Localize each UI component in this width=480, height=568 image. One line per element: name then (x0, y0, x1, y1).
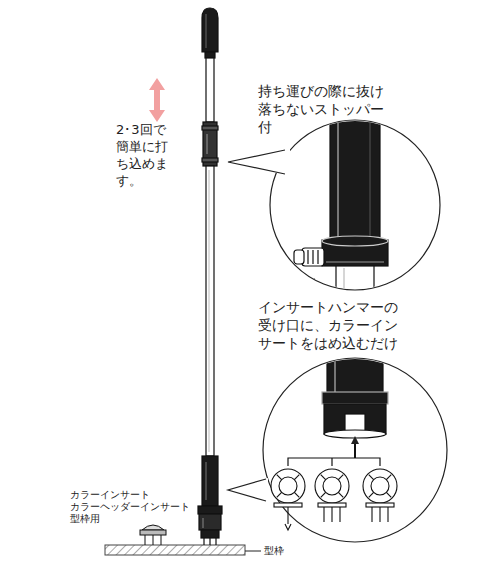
receptacle-detail (228, 350, 447, 542)
collar-insert (140, 525, 166, 545)
insert-hammer (198, 8, 222, 545)
callout-text: 持ち運びの際に抜け落ちないストッパー付 (258, 82, 390, 137)
leader-line (245, 551, 261, 552)
formwork (105, 545, 245, 555)
insert-icon (363, 469, 397, 522)
part-name: 型枠 (264, 544, 284, 557)
callout-text: インサートハンマーの受け口に、カラーインサートをはめ込むだけ (258, 298, 402, 353)
insert-icon (315, 469, 349, 522)
part-name: カラーインサート カラーヘッダーインサート 型枠用 (70, 489, 190, 525)
note-text: 2･3回で簡単に打ち込めます。 (116, 122, 172, 190)
insert-icon (271, 469, 305, 530)
motion-arrow-heads (149, 78, 165, 122)
motion-arrow (154, 88, 160, 112)
